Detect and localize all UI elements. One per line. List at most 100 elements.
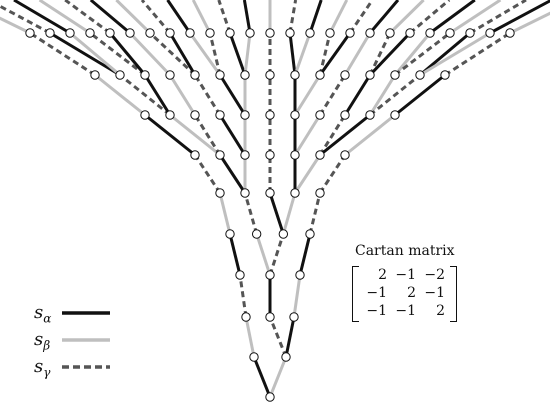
graph-node [305,28,315,38]
graph-node [105,28,115,38]
edge-gamma [217,0,232,34]
edge-beta [509,11,550,35]
edge-gamma [318,74,347,116]
graph-node [190,70,200,80]
edge-alpha [288,32,297,76]
edge-gamma [119,73,171,117]
graph-node [265,188,275,198]
graph-node [365,70,375,80]
edge-alpha [168,32,197,76]
legend: sα sβ sγ [34,302,124,387]
edge-beta [344,113,396,157]
matrix-cell: 2 [407,285,416,301]
edge-beta [419,31,491,77]
edge-gamma [193,74,222,116]
graph-node [165,70,175,80]
edge-beta [449,0,502,35]
matrix-left-bracket [352,266,359,322]
graph-node [215,188,225,198]
legend-label-gamma: sγ [34,356,51,380]
edge-beta [293,32,312,76]
edge-beta [94,73,146,117]
edge-beta [69,31,121,77]
edge-alpha [368,0,400,34]
matrix-cell: 2 [378,267,387,283]
edge-gamma [444,31,511,77]
graph-node [345,28,355,38]
edge-gamma [288,0,298,34]
edge-alpha [429,0,476,35]
edge-alpha [89,0,131,35]
edge-beta [388,0,425,35]
edge-beta [0,16,31,35]
edge-alpha [489,0,550,35]
edge-alpha [218,154,247,194]
edge-beta [115,0,152,35]
graph-node [115,70,125,80]
cartan-matrix: 2 −1 −2 −1 2 −1 −1 −1 2 [352,264,462,322]
edge-beta [393,32,432,76]
graph-node [315,110,325,120]
edge-alpha [419,31,471,77]
graph-node [278,229,289,239]
graph-node [265,28,275,38]
graph-node [365,28,375,38]
edge-alpha [343,74,372,116]
edge-beta [188,32,222,76]
graph-node [425,28,435,38]
edge-beta [343,32,372,76]
edge-gamma [268,233,285,276]
graph-node [251,229,262,239]
edge-gamma [29,31,96,77]
edge-alpha [108,32,147,76]
edge-alpha [268,192,285,235]
graph-nodes [25,28,515,402]
graph-node [415,70,425,80]
edge-beta [255,233,272,276]
legend-item-gamma: sγ [34,356,124,380]
graph-node [315,70,325,80]
edge-beta [244,316,256,358]
edge-beta [128,31,172,77]
edge-gamma [243,192,259,235]
edge-alpha [218,74,247,116]
graph-node [140,70,150,80]
graph-node [240,70,250,80]
graph-node [290,110,300,120]
edge-gamma [208,32,222,76]
graph-node [290,70,300,80]
graph-node [290,188,300,198]
graph-node [265,110,275,120]
edge-gamma [348,0,374,34]
graph-node [165,110,175,120]
matrix-cell: −1 [395,303,416,319]
legend-item-beta: sβ [34,329,124,353]
legend-label-alpha: sα [34,302,52,326]
graph-node [265,270,275,280]
edge-beta [191,0,212,34]
graph-node [240,150,250,160]
cartan-matrix-title: Cartan matrix [355,243,455,259]
edge-gamma [148,31,197,77]
matrix-cell: −2 [424,267,445,283]
graph-node [145,28,155,38]
graph-node [165,28,175,38]
graph-node [440,70,450,80]
edge-alpha [228,233,242,276]
graph-node [465,28,475,38]
edge-beta [281,192,297,235]
graph-node [365,110,375,120]
graph-node [225,28,235,38]
graph-node [245,28,255,38]
edge-gamma [318,32,332,76]
edge-alpha [228,32,247,76]
edge-gamma [193,154,222,194]
matrix-row-1: 2 −1 −2 [359,266,449,284]
edge-beta [38,0,91,35]
matrix-row-3: −1 −1 2 [359,302,449,320]
legend-swatch-alpha [62,311,110,315]
edge-gamma [318,114,347,156]
graph-node [265,70,275,80]
edge-alpha [368,31,412,77]
edge-gamma [193,114,222,156]
